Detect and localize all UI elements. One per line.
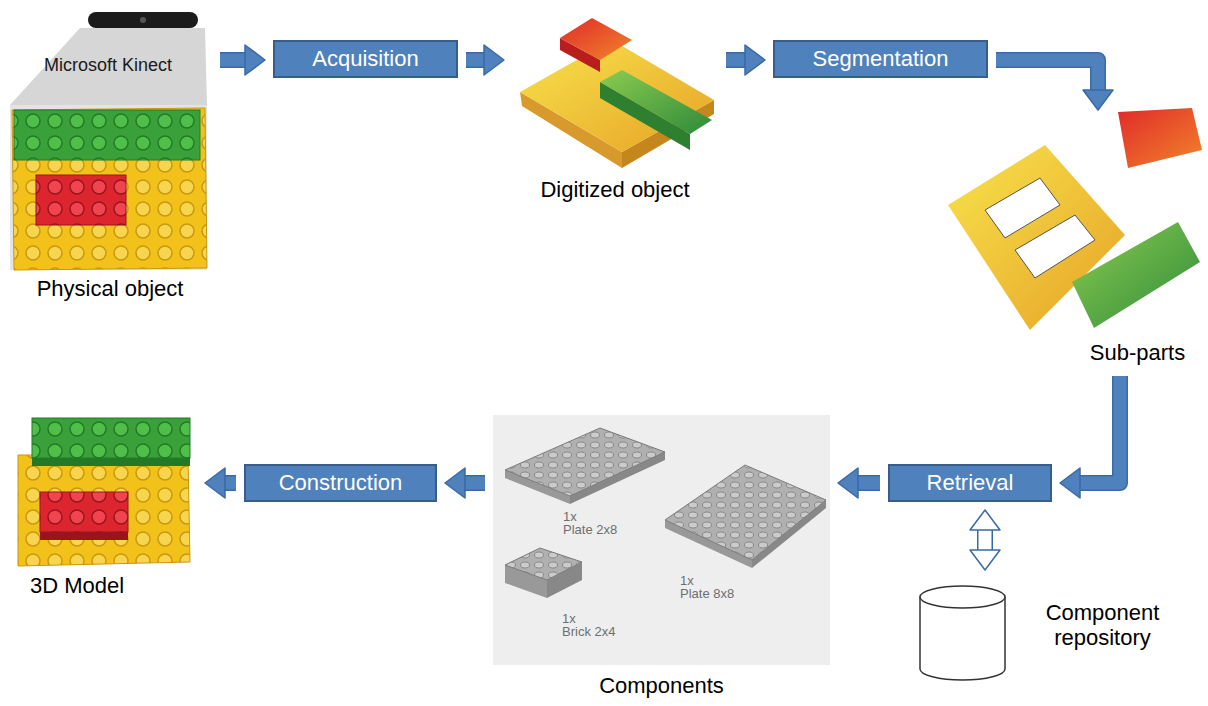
cylinder-top bbox=[920, 586, 1005, 608]
model-green-brick bbox=[32, 418, 190, 458]
arrow-body bbox=[464, 477, 485, 490]
digitized-figure bbox=[520, 18, 714, 168]
field-of-view bbox=[10, 28, 207, 105]
arrow-outline bbox=[220, 52, 246, 68]
plate-8x8 bbox=[665, 465, 826, 560]
scan-red-top bbox=[560, 18, 632, 60]
flow-arrow bbox=[445, 468, 485, 498]
arrow-head bbox=[838, 468, 858, 498]
components-figure bbox=[493, 415, 830, 665]
kinect-lens bbox=[140, 17, 146, 23]
process-label: Retrieval bbox=[927, 470, 1014, 496]
arrow-head bbox=[484, 45, 504, 75]
arrow-head bbox=[245, 45, 265, 75]
flow-arrow bbox=[205, 468, 236, 498]
yellow-plate bbox=[12, 108, 207, 270]
model-green-side bbox=[32, 458, 190, 466]
part-name: Plate 2x8 bbox=[563, 523, 617, 537]
flow-arrow bbox=[220, 45, 265, 75]
cylinder-body bbox=[920, 597, 1005, 680]
caption: Component repository bbox=[1020, 600, 1185, 651]
photo-ground bbox=[10, 105, 207, 270]
model-red-brick bbox=[40, 492, 128, 532]
plate-2x8 bbox=[505, 428, 665, 496]
process-label: Segmentation bbox=[813, 46, 949, 72]
kinect-sensor bbox=[88, 12, 198, 28]
arrow-outline bbox=[464, 475, 485, 491]
process-box: Retrieval bbox=[888, 464, 1052, 502]
process-label: Acquisition bbox=[312, 46, 418, 72]
components-panel bbox=[493, 415, 830, 665]
arrow-outline bbox=[224, 475, 236, 491]
arrow-body bbox=[1079, 376, 1120, 483]
photo-figure bbox=[10, 105, 207, 270]
flow-arrow bbox=[726, 45, 765, 75]
process-box: Segmentation bbox=[773, 40, 988, 78]
part-name: Plate 8x8 bbox=[680, 587, 734, 601]
brick-2x4 bbox=[505, 548, 582, 580]
arrow-head bbox=[970, 510, 1000, 530]
caption: Sub-parts bbox=[1075, 340, 1200, 365]
kinect-figure bbox=[10, 12, 207, 105]
caption: Components bbox=[493, 673, 830, 698]
arrow-outline bbox=[996, 60, 1098, 91]
arrow-body bbox=[466, 54, 485, 67]
caption: 3D Model bbox=[12, 573, 142, 598]
process-label: Construction bbox=[279, 470, 403, 496]
arrow-head bbox=[1083, 90, 1113, 110]
scan-green-top bbox=[600, 70, 712, 134]
part-name: Brick 2x4 bbox=[562, 625, 615, 639]
caption: Digitized object bbox=[512, 177, 718, 202]
arrow-outline bbox=[977, 529, 993, 551]
process-box: Construction bbox=[244, 464, 437, 502]
flow-arrow bbox=[1060, 376, 1120, 498]
arrow-outline bbox=[726, 52, 746, 68]
scan-green-part bbox=[1072, 222, 1200, 328]
flow-arrow bbox=[838, 468, 880, 498]
device-label: Microsoft Kinect bbox=[44, 56, 172, 76]
arrow-head bbox=[1060, 468, 1080, 498]
red-brick bbox=[36, 175, 126, 225]
arrow-outline bbox=[1079, 376, 1120, 483]
component-repository: Component repository bbox=[912, 578, 1192, 690]
scan-red-part bbox=[1118, 108, 1202, 168]
flow-arrow bbox=[466, 45, 504, 75]
arrow-head bbox=[970, 550, 1000, 570]
arrow-head bbox=[745, 45, 765, 75]
arrow-outline bbox=[466, 52, 485, 68]
sub-parts-figure bbox=[948, 108, 1202, 330]
sub-parts: Sub-parts bbox=[940, 118, 1202, 368]
arrow-body bbox=[979, 529, 992, 551]
caption: Physical object bbox=[8, 276, 212, 301]
scan-hole bbox=[985, 178, 1060, 238]
flow-arrow bbox=[970, 510, 1000, 570]
arrow-body bbox=[996, 60, 1098, 91]
components-panel: Components bbox=[493, 415, 830, 700]
model-yellow-plate bbox=[18, 455, 190, 566]
scan-base bbox=[520, 40, 714, 152]
arrow-head bbox=[205, 468, 225, 498]
model-figure: 3D Model bbox=[12, 405, 197, 600]
arrow-outline bbox=[857, 475, 880, 491]
arrow-body bbox=[220, 54, 246, 67]
physical-object: Physical object bbox=[8, 8, 212, 304]
arrow-body bbox=[224, 477, 236, 490]
arrow-body bbox=[857, 477, 880, 490]
model-figure bbox=[18, 418, 190, 566]
process-box: Acquisition bbox=[273, 40, 458, 78]
model-red-side bbox=[40, 532, 128, 540]
arrow-body bbox=[726, 54, 746, 67]
green-brick bbox=[14, 110, 200, 160]
arrow-head bbox=[445, 468, 465, 498]
digitized-object: Digitized object bbox=[512, 4, 718, 204]
scan-hole bbox=[1015, 215, 1095, 278]
database-cylinder bbox=[920, 586, 1005, 680]
flow-arrow bbox=[996, 60, 1113, 110]
